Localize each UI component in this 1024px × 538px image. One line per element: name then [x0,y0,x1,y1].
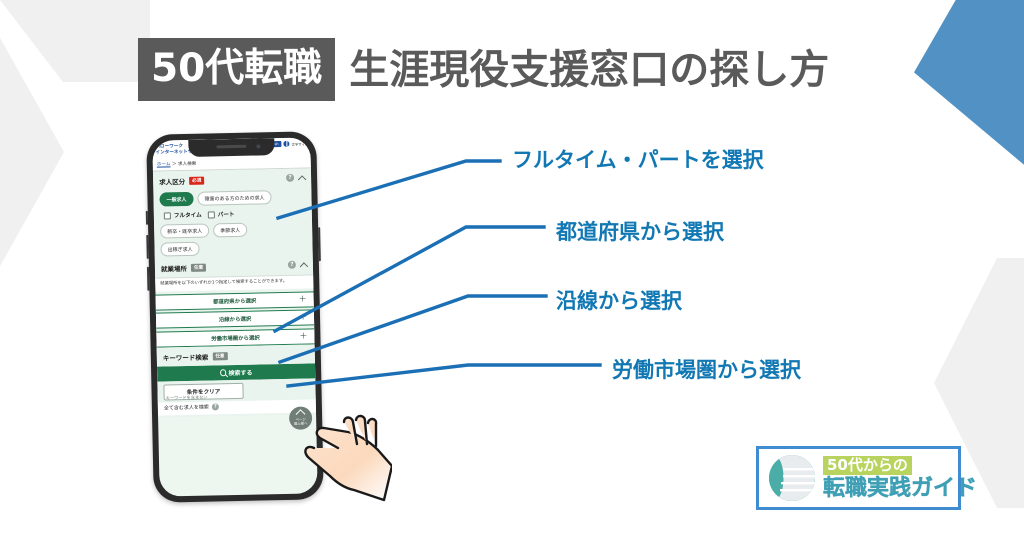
pointing-hand-illustration [304,414,392,502]
phone-mute-button [145,210,149,225]
accordion-prefecture[interactable]: 都道府県から選択 ＋ [155,291,314,311]
chip-migrant-jobs[interactable]: 出稼ぎ求人 [160,241,200,257]
annotation-label-2: 都道府県から選択 [556,220,724,244]
title-main: 生涯現役支援窓口の探し方 [349,46,830,93]
section-title-jobtype: 求人区分 [159,178,186,187]
section-header-jobtype: 求人区分 必須 ? [153,168,311,190]
brand-logo-icon [769,455,815,501]
background-chevron-blue [914,0,1024,190]
optional-badge-location: 任意 [190,263,207,272]
plus-icon-railway[interactable]: ＋ [298,312,308,323]
checkbox-parttime[interactable]: パート [207,210,235,219]
help-icon-location[interactable]: ? [287,260,297,269]
breadcrumb-home[interactable]: ホーム [156,162,171,168]
plus-icon-prefecture[interactable]: ＋ [298,294,307,304]
chevron-up-icon-location[interactable] [299,262,309,271]
speaker-icon [216,144,247,149]
section-title-keyword: キーワード検索 [162,353,209,363]
accordion-railway[interactable]: 沿線から選択 ＋ [155,309,315,330]
brand-badge: 50代からの 転職実践ガイド [756,446,977,510]
checkbox-fulltime[interactable]: フルタイム [163,211,202,220]
clear-button-wrap: 条件をクリア キーワードを含まない [157,378,316,403]
required-badge: 必須 [189,176,205,185]
accordion-label-prefecture: 都道府県から選択 [213,298,257,306]
search-icon [219,369,227,377]
search-button-label: 検索する [228,369,253,378]
help-icon[interactable]: ? [286,173,295,182]
chip-general-jobs[interactable]: 一般求人 [159,191,194,207]
page-title: 50代転職 生涯現役支援窓口の探し方 [138,38,829,101]
plus-icon-labor-market[interactable]: ＋ [299,331,308,341]
phone-screen: ハローワーク インターネットサービス English 文字サイズ ホーム ＞ 求… [152,137,318,497]
stairs-icon [769,455,815,501]
chevron-up-icon[interactable] [297,175,307,184]
breadcrumb-separator: ＞ [171,162,177,168]
include-all-label: 全て含む求人を検索 [163,404,209,412]
help-icon-include-all[interactable]: ? [211,403,219,411]
annotation-label-1: フルタイム・パートを選択 [512,148,764,172]
title-badge: 50代転職 [138,38,336,101]
brand-line-1: 50代からの [823,456,912,475]
globe-icon[interactable] [283,140,290,147]
keyword-exclude-hint: キーワードを含まない [165,394,208,401]
search-form: 求人区分 必須 ? 一般求人 障害のある方のための求人 フルタイム [152,168,317,418]
optional-badge-keyword: 任意 [212,352,228,361]
phone-volume-up-button [146,234,149,259]
chip-seasonal-jobs[interactable]: 季節求人 [213,222,248,238]
chip-disability-jobs[interactable]: 障害のある方のための求人 [197,190,272,206]
breadcrumb-current: 求人検索 [177,161,197,168]
accordion-label-railway: 沿線から選択 [218,317,252,324]
camera-icon [256,144,261,149]
phone-power-button [318,227,321,262]
checkbox-icon-parttime[interactable] [207,210,215,219]
accordion-label-labor-market: 労働市場圏から選択 [211,335,260,343]
annotation-label-4: 労働市場圏から選択 [612,358,801,382]
phone-mockup: ハローワーク インターネットサービス English 文字サイズ ホーム ＞ 求… [145,131,324,503]
phone-volume-down-button [146,266,150,291]
annotation-label-3: 沿線から選択 [556,289,682,313]
section-header-keyword: キーワード検索 任意 [156,344,315,367]
font-size-label[interactable]: 文字サイズ [291,141,309,147]
checkbox-label-parttime: パート [217,211,235,219]
chip-newgrad-jobs[interactable]: 新卒・既卒求人 [160,223,210,239]
section-header-location: 就業場所 任意 ? [155,255,313,277]
section-title-location: 就業場所 [160,264,188,274]
checkbox-icon-fulltime[interactable] [163,211,171,219]
brand-line-2: 転職実践ガイド [823,475,978,501]
checkbox-label-fulltime: フルタイム [173,212,202,220]
phone-notch [188,138,275,157]
background-chevron-top-right [0,0,150,82]
brand-text: 50代からの 転職実践ガイド [823,456,977,500]
